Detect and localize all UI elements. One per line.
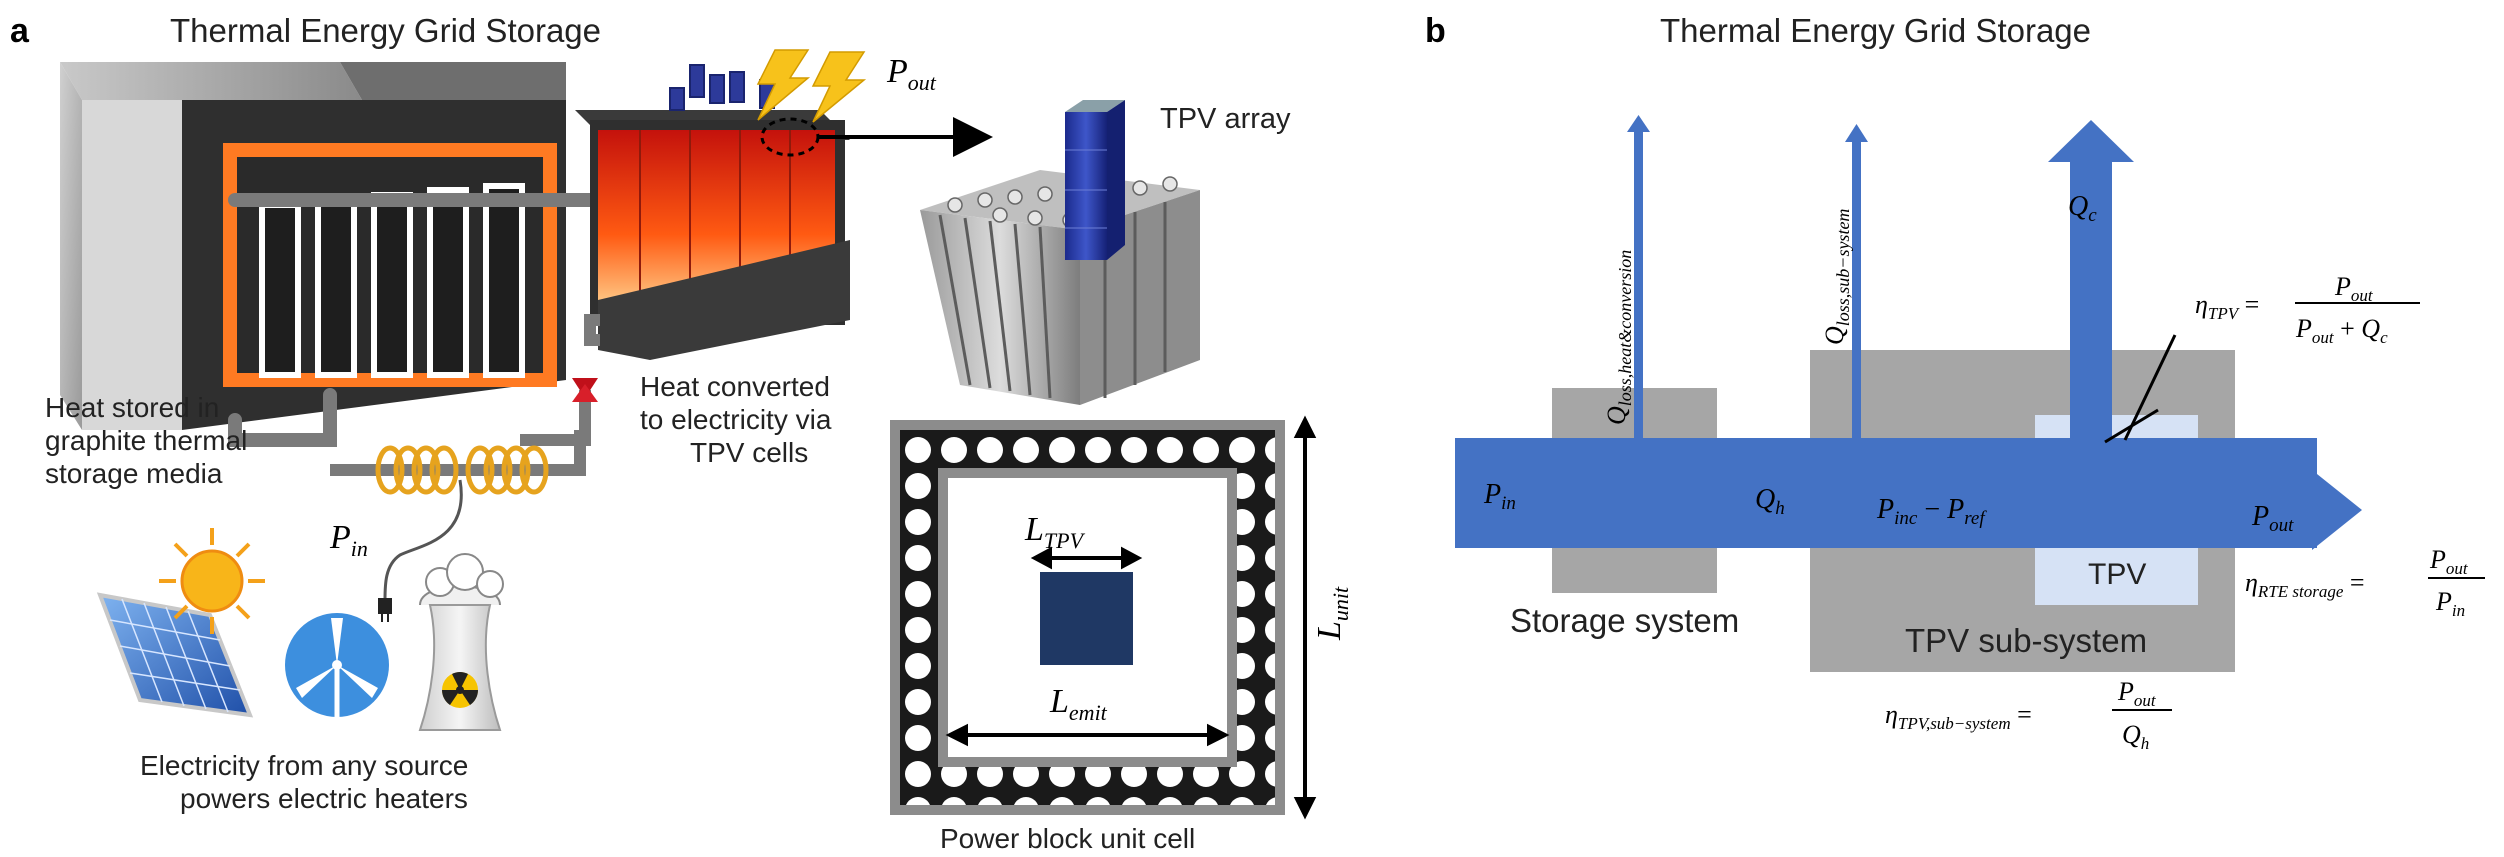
storage-system-label: Storage system: [1510, 602, 1739, 639]
svg-text:Pout: Pout: [886, 53, 937, 95]
tpv-box-label: TPV: [2088, 558, 2146, 591]
wind-turbine-icon: [285, 613, 389, 717]
svg-text:Pout: Pout: [2251, 501, 2294, 536]
solar-panel-icon: [96, 592, 254, 718]
q-c-label: Q: [2068, 191, 2088, 222]
svg-text:Qloss,heat&conversion: Qloss,heat&conversion: [1602, 250, 1635, 425]
eta-tpv-denominator: Pout + Qc: [2295, 314, 2388, 347]
valve-icon: [520, 378, 598, 446]
main-flow: [1455, 438, 2317, 548]
q-loss-subsystem-label: Q: [1820, 326, 1849, 345]
q-c-arrowhead: [2048, 120, 2134, 162]
eta-tpv-lhs: ηTPV =: [2195, 290, 2259, 323]
q-c-flow: [2058, 160, 2112, 520]
svg-text:Pin: Pin: [329, 519, 368, 561]
electricity-label: Electricity from any source powers elect…: [140, 750, 476, 814]
eta-rte-numerator: Pout: [2429, 545, 2469, 578]
eta-tpv-numerator: Pout: [2334, 272, 2374, 305]
tpv-array-label: TPV array: [1160, 103, 1291, 135]
panel-b-title: Thermal Energy Grid Storage: [1660, 12, 2091, 49]
flow-p-out-label: P: [2251, 501, 2269, 532]
loss-heat-conversion-flow: [1634, 130, 1643, 442]
unit-cell-caption: Power block unit cell: [940, 823, 1195, 854]
eta-rte-lhs: ηRTE storage =: [2245, 568, 2365, 601]
nuclear-plant-icon: [418, 553, 504, 731]
panel-b-letter: b: [1425, 12, 1446, 50]
eta-tpv-ss-lhs: ηTPV,sub−system =: [1885, 700, 2032, 733]
l-emit-label: L: [1049, 683, 1069, 720]
eta-tpv-ss-numerator: Pout: [2117, 677, 2157, 710]
hot-tpv-block: [575, 64, 850, 360]
svg-text:Lemit: Lemit: [1049, 683, 1108, 725]
flow-q-h-label: Q: [1755, 484, 1775, 515]
panel-a-letter: a: [10, 12, 30, 50]
p-out-arrowhead: [2312, 470, 2362, 550]
heater-coil-icon: [330, 430, 586, 495]
heat-converted-label: Heat converted to electricity via TPV ce…: [640, 371, 839, 468]
l-unit-label: L: [1311, 621, 1348, 641]
svg-text:Qc: Qc: [2068, 191, 2097, 226]
panel-a-title: Thermal Energy Grid Storage: [170, 12, 601, 49]
flow-p-in-label: P: [1483, 479, 1501, 510]
l-tpv-label: L: [1024, 511, 1044, 548]
svg-text:Pin: Pin: [1483, 479, 1516, 514]
svg-text:Qloss,sub−system: Qloss,sub−system: [1820, 209, 1853, 345]
loss-subsystem-flow: [1852, 140, 1861, 442]
graphite-storage-block: [60, 62, 627, 447]
lightning-bolt-icon: [756, 49, 867, 123]
svg-text:Qh: Qh: [1755, 484, 1785, 519]
power-block-unit-cell: [890, 420, 1285, 815]
tpv-subsystem-label: TPV sub-system: [1905, 622, 2147, 659]
emitter-square: [1040, 572, 1133, 665]
sun-icon: [159, 528, 265, 634]
heat-stored-label: Heat stored in graphite thermal storage …: [45, 392, 255, 489]
svg-text:Lunit: Lunit: [1311, 586, 1353, 641]
panel-a-p-out: P: [886, 53, 908, 90]
power-plug-icon: [378, 479, 463, 622]
eta-tpv-ss-denominator: Qh: [2122, 720, 2149, 753]
tpv-array-tower: [920, 100, 1200, 405]
eta-rte-denominator: Pin: [2435, 587, 2465, 620]
q-loss-heat-conversion-label: Q: [1602, 406, 1631, 425]
panel-a-p-in: P: [329, 519, 351, 556]
svg-text:LTPV: LTPV: [1024, 511, 1086, 553]
energy-flows: [1455, 115, 2362, 550]
flow-p-inc-ref-label: Pinc − Pref: [1876, 494, 1987, 529]
